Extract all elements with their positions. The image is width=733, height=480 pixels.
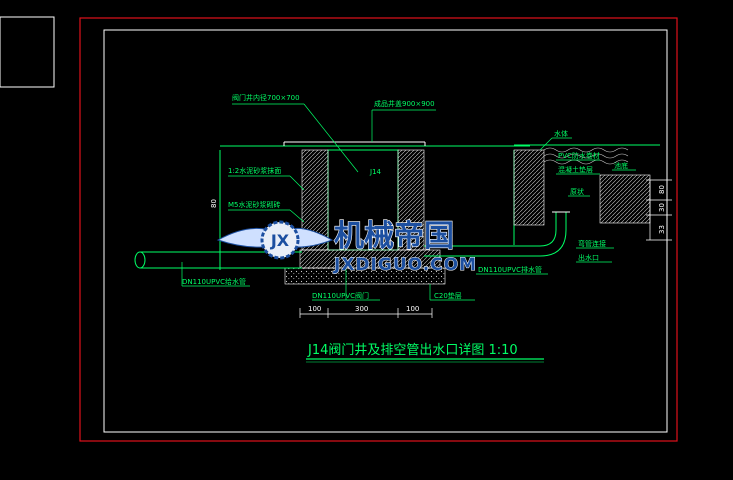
water-body [543,147,629,165]
label-well-id: J14 [369,168,382,176]
label-rotated-right-a: 80 [658,185,666,194]
right-brick-wall [397,149,425,251]
outer-frame [79,17,678,442]
label-side-note-top: 池底 [614,161,628,170]
dimension-text: 300 [355,305,368,313]
label-well-inner-size: 阀门井内径700×700 [232,93,300,102]
label-concrete-layer: 混凝土垫层 [558,165,593,174]
gear-icon [260,220,300,260]
watermark-brand: 机械帝国 [334,219,454,254]
well-section [219,141,530,270]
label-pvc-sheet: PVC防水卷材 [558,151,600,160]
label-brick-wall: M5水泥砂浆砌砖 [228,200,281,209]
leader-lines [181,103,636,301]
gear-letter: JX [270,231,290,250]
label-outlet: 出水口 [578,253,599,262]
dimension-text: 100 [308,305,321,313]
label-rotated-right-b: 30 [658,203,666,212]
label-backfill: 原状 [570,187,584,196]
label-rotated-left: 80 [210,199,218,208]
label-well-cover: 成品井盖900×900 [374,99,435,108]
label-cushion: C20垫层 [434,291,462,300]
watermark-domain: JXDIGUO.COM [333,255,477,275]
label-pipe-right: DN110UPVC排水管 [478,265,542,274]
drawing-title: J14阀门井及排空管出水口详图 1:10 [307,343,518,358]
label-elbow: 弯管连接 [578,239,606,248]
pond-bank [599,174,651,224]
right-dimension-lines [646,179,672,241]
dimension-text: 100 [406,305,419,313]
viewport-corner-box [0,16,55,88]
bottom-dimension-lines [299,308,433,318]
label-rotated-right-c: 33 [658,225,666,234]
inner-frame [103,29,668,433]
label-mortar-plaster: 1:2水泥砂浆抹面 [228,166,281,175]
right-soil-block [513,149,545,226]
label-pipe-left: DN110UPVC给水管 [182,277,246,286]
label-water-body: 水体 [554,129,568,138]
watermark-logo: JX 机械帝国 JXDIGUO.COM [216,218,477,276]
bottom-slab [299,249,441,269]
label-pipe-valve: DN110UPVC阀门 [312,291,369,300]
